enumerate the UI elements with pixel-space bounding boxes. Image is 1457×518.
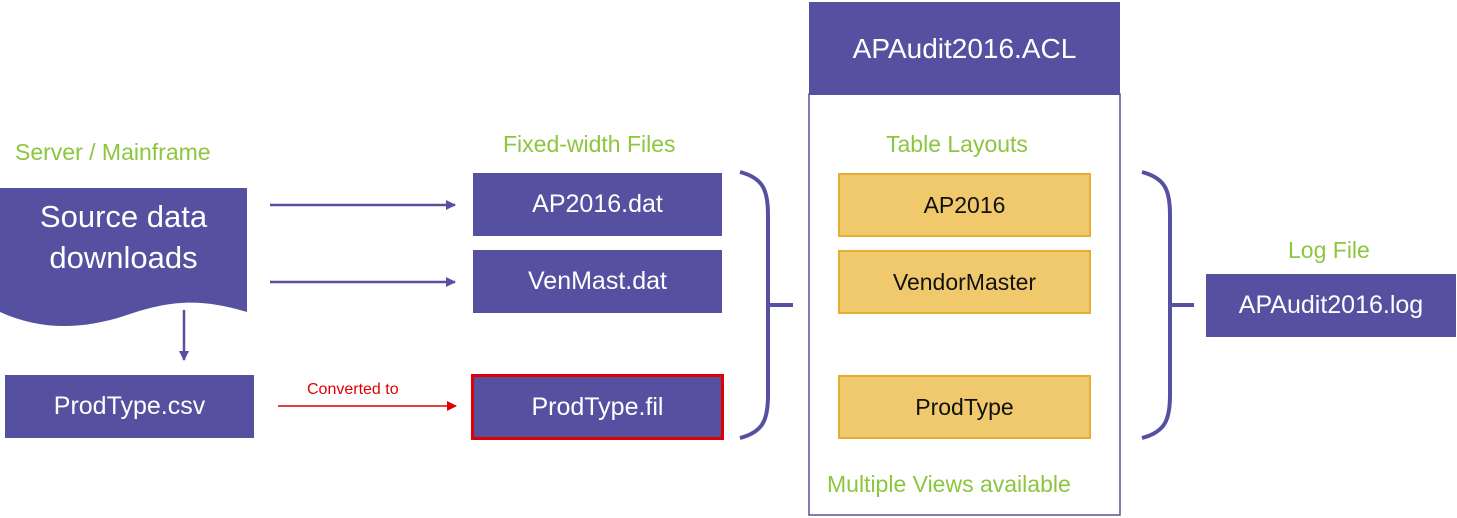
fixed-width-files-label: Fixed-width Files [503,131,676,157]
server-mainframe-label: Server / Mainframe [15,139,211,165]
source-doc-line1: Source data [39,199,208,234]
multiple-views-note: Multiple Views available [827,471,1071,497]
source-data-document: Source data downloads [0,196,247,278]
prodtype-csv-box: ProdType.csv [5,375,254,438]
layout-prodtype: ProdType [838,375,1091,439]
table-layouts-label: Table Layouts [886,131,1028,157]
bracket-table-layouts [1141,170,1194,440]
log-file-label: Log File [1288,237,1370,263]
bracket-fixed-width [739,170,793,440]
project-title-box: APAudit2016.ACL [809,2,1120,95]
prodtype-fil-box: ProdType.fil [471,374,724,440]
ap2016-dat-box: AP2016.dat [473,173,722,236]
layout-ap2016: AP2016 [838,173,1091,237]
source-document-shape [0,188,247,327]
source-doc-line2: downloads [49,240,198,275]
converted-to-label: Converted to [307,381,399,398]
venmast-dat-box: VenMast.dat [473,250,722,313]
layout-vendormaster: VendorMaster [838,250,1091,314]
log-file-box: APAudit2016.log [1206,274,1456,337]
